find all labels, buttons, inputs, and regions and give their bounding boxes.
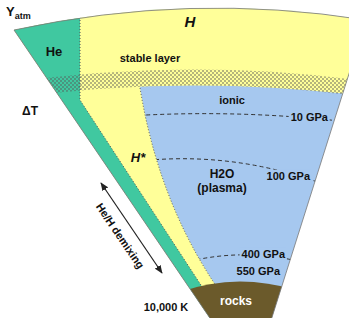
boundary-dotted bbox=[80, 0, 214, 305]
helium-region bbox=[0, 0, 230, 318]
layer-name: H bbox=[185, 13, 196, 30]
layer-name: stable layer bbox=[120, 52, 181, 65]
layer-region: stable layer bbox=[118, 51, 183, 66]
layer-region: H bbox=[183, 12, 198, 31]
diagram-label: Yatm bbox=[6, 5, 31, 22]
layer-name: ionic bbox=[219, 94, 245, 107]
hydrogen-envelope bbox=[0, 0, 349, 100]
diagram-label: 550 GPa bbox=[235, 265, 282, 278]
diagram-label: 400 GPa bbox=[240, 248, 287, 261]
wedge-outline bbox=[14, 8, 349, 318]
layer-name: He bbox=[46, 45, 63, 60]
stable-layer-band bbox=[0, 69, 349, 100]
diagram-label: 100 GPa bbox=[265, 170, 312, 183]
layer-region: He bbox=[44, 44, 65, 61]
diagram-label: 10,000 K bbox=[144, 301, 189, 314]
diagram-label: ΔT bbox=[22, 105, 38, 119]
layer-region: H* bbox=[129, 150, 147, 167]
layer-name: rocks bbox=[220, 295, 252, 309]
layer-name: H2O (plasma) bbox=[189, 168, 255, 196]
layer-region: H2O (plasma) bbox=[187, 167, 257, 197]
pressure-line bbox=[0, 159, 349, 205]
diagram-label: 10 GPa bbox=[289, 111, 330, 124]
layer-name: H* bbox=[131, 151, 145, 166]
layer-region: rocks bbox=[218, 294, 254, 310]
layer-region: ionic bbox=[217, 93, 247, 108]
